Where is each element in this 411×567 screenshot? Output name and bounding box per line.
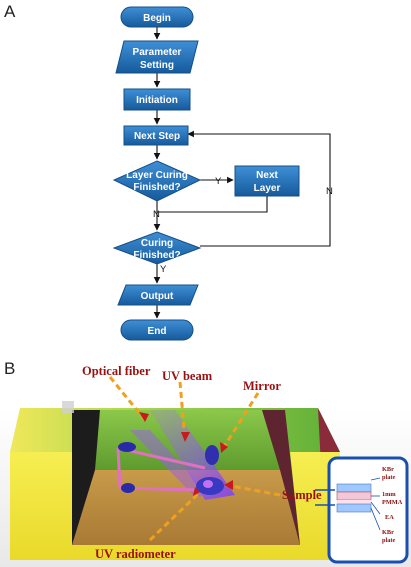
next-layer-process: Next Layer — [234, 165, 300, 197]
initiation-label: Initiation — [136, 95, 178, 106]
parameter-setting-io: Parameter Setting — [115, 40, 199, 74]
begin-terminal: Begin — [120, 6, 194, 28]
curing-label-2: Finished? — [133, 250, 180, 261]
callout-arrows — [108, 376, 281, 542]
mirror-label: Mirror — [243, 379, 281, 393]
curing-finished-decision: Curing Finished? — [112, 231, 202, 265]
flow-connectors — [153, 27, 331, 319]
curing-label-1: Curing — [141, 238, 173, 249]
inset-kbr-top-1: KBr — [382, 466, 394, 473]
inset-kbr-bot-1: KBr — [382, 529, 394, 536]
no-label-2: N — [326, 186, 333, 197]
inset-kbr-top-2: plate — [382, 474, 395, 481]
inset-pmma-2: PMMA — [382, 499, 403, 506]
inset-kbr-bot-2: plate — [382, 537, 395, 544]
next-step-process: Next Step — [123, 125, 189, 146]
uv-radiometer-label: UV radiometer — [95, 547, 176, 561]
layer-curing-decision: Layer Curing Finished? — [112, 160, 202, 202]
no-label-1: N — [153, 209, 160, 220]
inset-ea: EA — [385, 514, 394, 521]
next-layer-label-1: Next — [256, 170, 278, 181]
next-layer-label-2: Layer — [254, 183, 281, 194]
inset-pmma-1: 1mm — [382, 491, 396, 498]
layer-curing-label-2: Finished? — [133, 182, 180, 193]
output-io: Output — [117, 284, 199, 306]
panel-b-label: B — [4, 359, 15, 378]
layer-curing-label-1: Layer Curing — [126, 170, 188, 181]
begin-label: Begin — [143, 13, 171, 24]
next-step-label: Next Step — [134, 131, 180, 142]
apparatus-illustration — [0, 401, 411, 567]
end-label: End — [148, 326, 167, 337]
uv-beam-label: UV beam — [162, 369, 213, 383]
sample-inset: KBr plate 1mm PMMA EA KBr plate — [315, 456, 409, 564]
callout-arrowheads — [139, 412, 233, 496]
parameter-label-1: Parameter — [133, 47, 182, 58]
parameter-label-2: Setting — [140, 60, 174, 71]
end-terminal: End — [120, 319, 194, 341]
yes-label-1: Y — [215, 176, 222, 187]
yes-label-2: Y — [160, 264, 167, 275]
sample-label: Sample — [282, 488, 322, 502]
optical-fiber-label: Optical fiber — [82, 364, 151, 378]
panel-a-label: A — [4, 2, 16, 21]
output-label: Output — [141, 291, 174, 302]
initiation-process: Initiation — [123, 88, 191, 111]
